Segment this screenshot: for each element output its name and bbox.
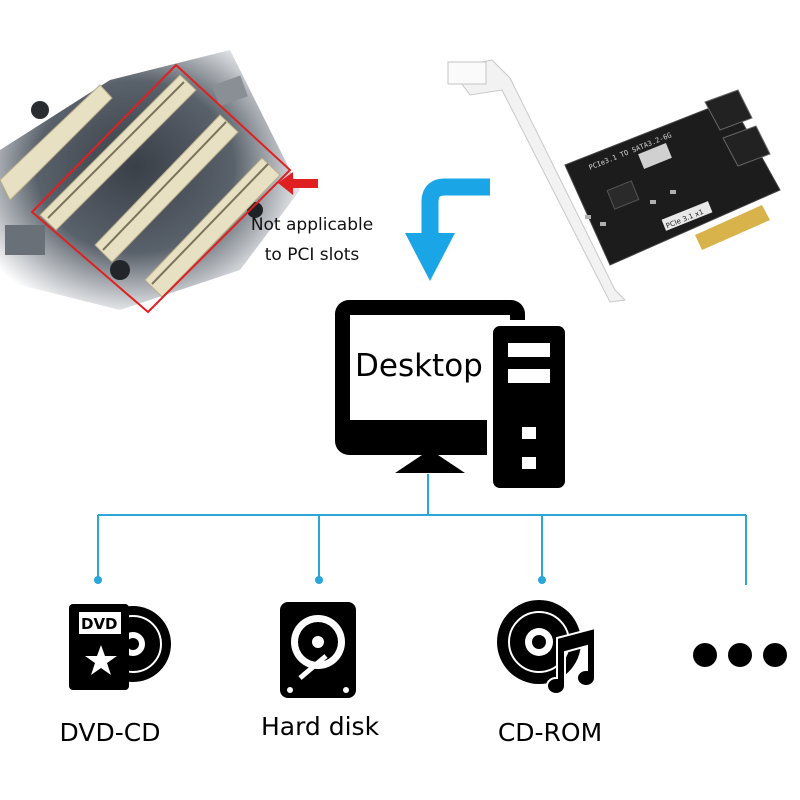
dvd-case-icon bbox=[69, 604, 171, 690]
pci-warning-note: Not applicable to PCI slots bbox=[232, 210, 392, 270]
dvd-cd-label: DVD-CD bbox=[59, 718, 161, 747]
desktop-label: Desktop bbox=[355, 348, 483, 384]
ellipsis-icon bbox=[693, 643, 787, 667]
pci-warning-line-1: Not applicable bbox=[250, 215, 374, 235]
cd-rom-label: CD-ROM bbox=[497, 718, 603, 747]
tree-connector bbox=[94, 474, 747, 585]
desktop-computer-icon bbox=[335, 300, 571, 494]
dvd-badge: DVD bbox=[81, 615, 118, 633]
hard-disk-icon bbox=[280, 602, 356, 698]
motherboard-photo bbox=[0, 50, 318, 314]
pci-warning-line-2: to PCI slots bbox=[264, 245, 360, 265]
pcie-sata-card-photo: PCIe3.1 TO SATA3.2-6G PCIe 3.1 x1 bbox=[447, 59, 781, 303]
blue-arrow-icon bbox=[405, 178, 490, 281]
cd-music-icon bbox=[497, 600, 596, 695]
hard-disk-label: Hard disk bbox=[260, 712, 380, 741]
